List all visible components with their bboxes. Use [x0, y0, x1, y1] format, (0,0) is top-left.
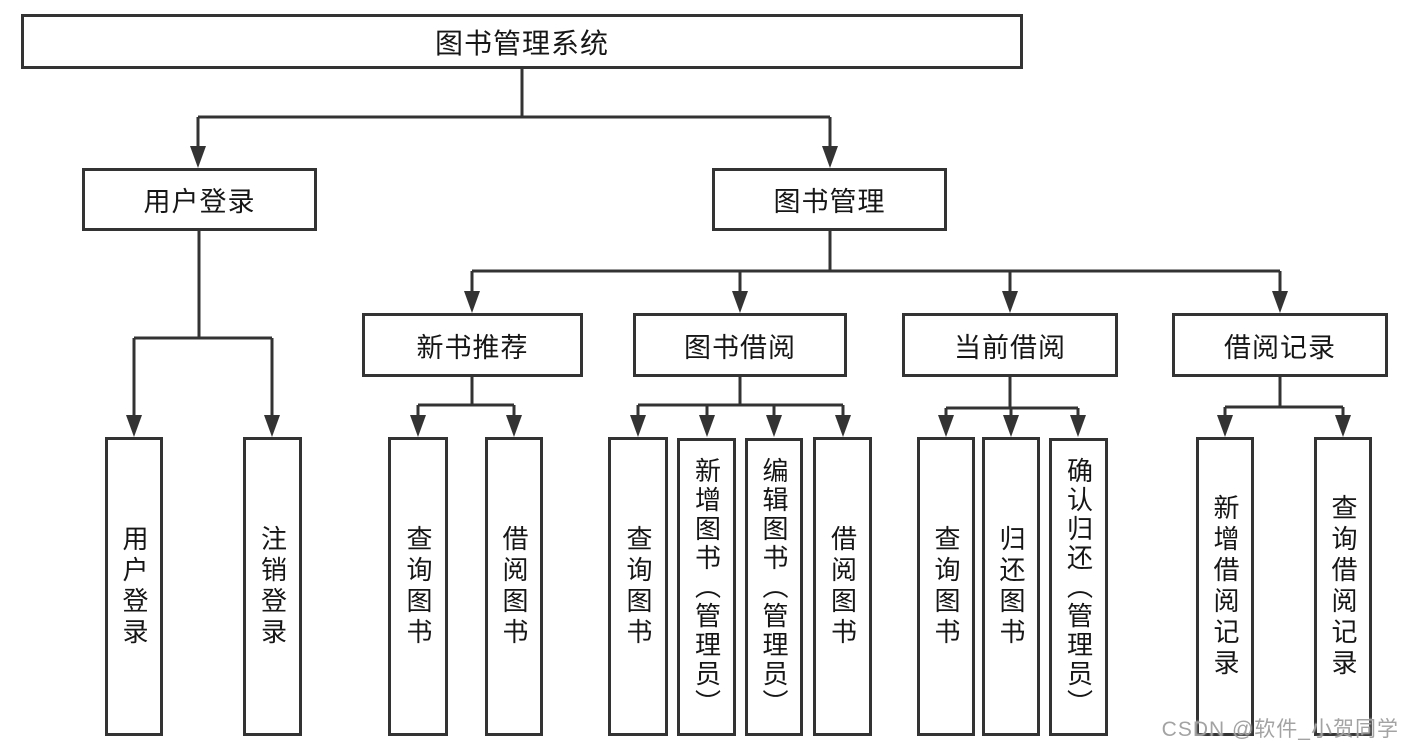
leaf-borrow-books-borrowing: 借阅图书	[813, 437, 872, 736]
leaf-label: 编辑图书（管理员）	[759, 456, 789, 718]
node-label: 用户登录	[143, 187, 256, 217]
leaf-edit-book-admin: 编辑图书（管理员）	[745, 438, 803, 736]
leaf-label: 新增借阅记录	[1210, 493, 1240, 680]
node-label: 借阅记录	[1224, 332, 1336, 363]
leaf-label: 查询图书	[623, 524, 653, 649]
leaf-confirm-return-admin: 确认归还（管理员）	[1049, 438, 1108, 736]
node-new-book-recommend: 新书推荐	[362, 313, 583, 377]
leaf-return-books: 归还图书	[982, 437, 1040, 736]
leaf-label: 查询图书	[403, 524, 433, 649]
node-user-login: 用户登录	[82, 168, 317, 231]
node-label: 当前借阅	[954, 332, 1066, 363]
leaf-query-books-borrowing: 查询图书	[608, 437, 668, 736]
node-book-management: 图书管理	[712, 168, 947, 231]
leaf-label: 注销登录	[257, 524, 288, 649]
leaf-label: 借阅图书	[827, 524, 858, 649]
leaf-label: 确认归还（管理员）	[1063, 456, 1094, 718]
csdn-watermark: CSDN @软件_小贺同学	[1161, 718, 1399, 741]
leaf-label: 新增图书（管理员）	[691, 456, 722, 718]
leaf-query-borrow-record: 查询借阅记录	[1314, 437, 1372, 736]
leaf-label: 查询图书	[931, 524, 961, 649]
leaf-borrow-books-recommend: 借阅图书	[485, 437, 543, 736]
leaf-label: 查询借阅记录	[1328, 493, 1358, 680]
node-label: 新书推荐	[416, 332, 529, 363]
node-borrowing-records: 借阅记录	[1172, 313, 1388, 377]
leaf-label: 借阅图书	[499, 524, 529, 649]
leaf-label: 用户登录	[119, 524, 149, 649]
node-current-borrowing: 当前借阅	[902, 313, 1118, 377]
node-library-management-system: 图书管理系统	[21, 14, 1023, 69]
leaf-label: 归还图书	[996, 524, 1026, 649]
node-label: 图书管理系统	[434, 27, 609, 59]
leaf-add-borrow-record: 新增借阅记录	[1196, 437, 1254, 736]
leaf-query-books-current: 查询图书	[917, 437, 975, 736]
node-book-borrowing: 图书借阅	[633, 313, 847, 377]
leaf-user-login: 用户登录	[105, 437, 163, 736]
leaf-logout: 注销登录	[243, 437, 302, 736]
leaf-add-book-admin: 新增图书（管理员）	[677, 438, 736, 736]
node-label: 图书借阅	[684, 332, 796, 363]
node-label: 图书管理	[773, 187, 886, 217]
leaf-query-books-recommend: 查询图书	[388, 437, 448, 736]
